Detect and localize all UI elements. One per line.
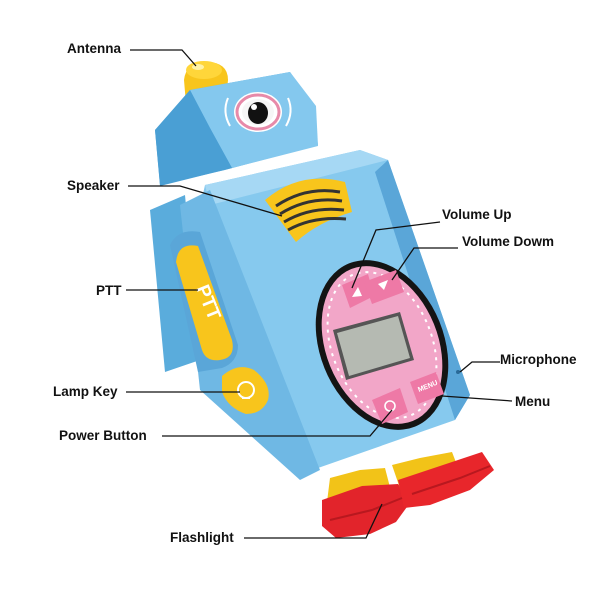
head: [155, 72, 318, 186]
speaker: [265, 178, 352, 242]
power-button[interactable]: [372, 388, 408, 424]
label-ptt: PTT: [96, 283, 122, 298]
ptt-panel: PTT: [170, 231, 238, 372]
label-volume-up: Volume Up: [442, 207, 512, 222]
antenna-leader: [130, 49, 197, 67]
label-volume-down: Volume Dowm: [462, 234, 554, 249]
power-icon: [384, 400, 396, 412]
volume-down-button[interactable]: [364, 270, 404, 304]
flashlight-leader: [244, 503, 383, 539]
triangle-down-icon: [378, 280, 388, 290]
menu-leader: [441, 395, 513, 402]
power-button-leader: [162, 409, 393, 437]
label-antenna: Antenna: [67, 41, 121, 56]
microphone-hole: [456, 370, 460, 374]
control-panel: MENU: [315, 260, 449, 430]
callout-labels: Antenna Speaker PTT Lamp Key Power Butto…: [53, 41, 577, 545]
label-lamp-key: Lamp Key: [53, 384, 118, 399]
label-power-button: Power Button: [59, 428, 147, 443]
label-speaker: Speaker: [67, 178, 120, 193]
lcd-screen: [333, 312, 414, 380]
leader-lines: [126, 49, 513, 539]
menu-button[interactable]: MENU: [410, 372, 444, 404]
volume-up-leader: [351, 221, 441, 289]
flashlight: [322, 452, 494, 538]
speaker-leader: [128, 185, 283, 217]
volume-down-leader: [391, 247, 458, 281]
triangle-up-icon: [352, 287, 362, 297]
walkie-talkie-device: PTT: [150, 61, 494, 538]
lamp-key[interactable]: [222, 367, 269, 414]
microphone-leader: [459, 361, 500, 373]
eye-icon: [224, 92, 292, 132]
label-flashlight: Flashlight: [170, 530, 234, 545]
label-menu: Menu: [515, 394, 550, 409]
label-microphone: Microphone: [500, 352, 577, 367]
